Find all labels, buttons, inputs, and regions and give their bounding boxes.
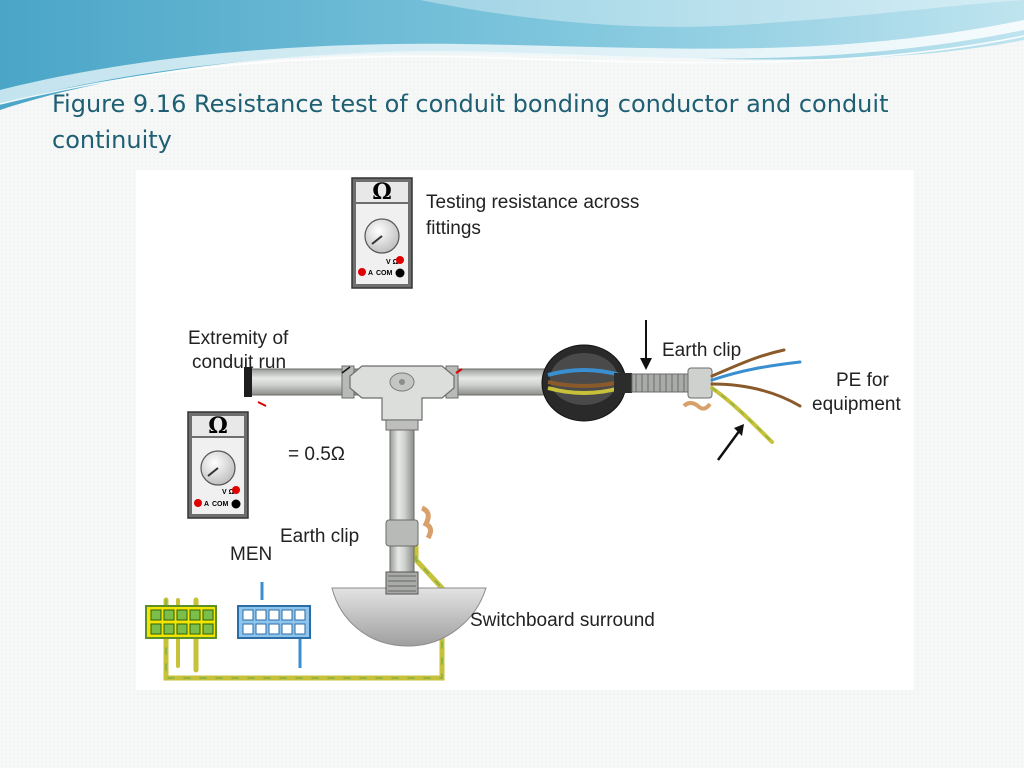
neutral-wire: [260, 582, 302, 668]
figure-panel: Ω V Ω A COM Testing resistance across fi…: [136, 170, 914, 690]
wiring-diagram: Ω V Ω A COM Testing resistance across fi…: [145, 177, 901, 681]
multimeter-bottom: Ω V Ω A COM: [187, 411, 249, 519]
terminal-a-label: A: [368, 270, 373, 277]
label-testing-line2: fittings: [426, 218, 481, 239]
earth-bar: [145, 605, 217, 639]
terminal-com-label: COM: [376, 270, 393, 277]
label-earth-clip-top: Earth clip: [662, 340, 741, 361]
terminal-a-label-bottom: A: [204, 501, 209, 508]
terminal-v-label: V Ω: [386, 259, 399, 266]
terminal-v-label-bottom: V Ω: [222, 489, 235, 496]
switchboard-surround: [331, 571, 487, 647]
page-title: Figure 9.16 Resistance test of conduit b…: [52, 90, 889, 154]
label-extremity-line2: conduit run: [192, 352, 286, 373]
neutral-bar: [237, 605, 311, 639]
terminal-com-label-bottom: COM: [212, 501, 229, 508]
outgoing-wires: [710, 348, 802, 444]
header-wave-banner: [0, 0, 1024, 110]
ohm-symbol: Ω: [372, 179, 392, 205]
ohm-symbol-bottom: Ω: [208, 413, 228, 439]
label-extremity-line1: Extremity of: [188, 328, 289, 349]
label-pe-line2: equipment: [812, 394, 901, 415]
label-pe-line1: PE for: [836, 370, 889, 391]
multimeter-top: Ω V Ω A COM: [351, 177, 413, 289]
label-testing-line1: Testing resistance across: [426, 192, 639, 213]
test-lead-mark-right: [455, 368, 463, 374]
test-lead-mark-end: [257, 401, 267, 407]
flexible-conduit: [631, 367, 713, 411]
tee-fitting: [349, 365, 455, 431]
junction-box: [541, 344, 632, 422]
label-earth-clip-bottom: Earth clip: [280, 526, 359, 547]
test-lead-mark-left: [341, 366, 351, 374]
label-switchboard: Switchboard surround: [470, 610, 655, 631]
arrow-earth-clip-top-icon: [640, 320, 652, 370]
label-men: MEN: [230, 544, 272, 565]
arrow-pe-icon: [716, 424, 744, 461]
earth-clip-bottom: [420, 505, 434, 540]
label-reading: = 0.5Ω: [288, 444, 345, 465]
